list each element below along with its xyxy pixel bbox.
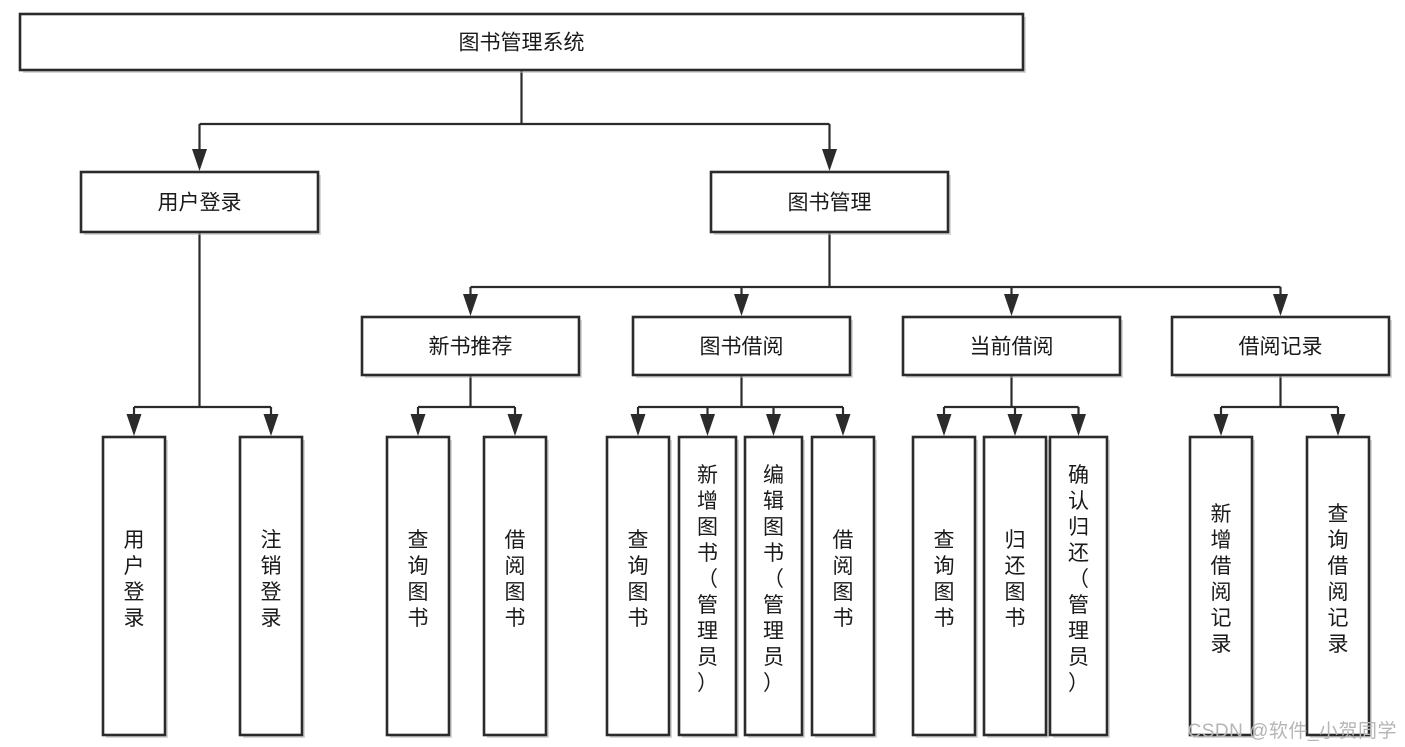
node-leaf-user-login[interactable]: 用户登录	[101, 435, 168, 738]
node-leaf-add-book[interactable]: 新增图书（管理员）	[677, 435, 739, 738]
arrow-head-icon	[630, 414, 646, 436]
node-leaf-confirm-return[interactable]: 确认归还（管理员）	[1048, 435, 1110, 738]
node-box[interactable]	[385, 435, 451, 737]
node-leaf-return-book[interactable]: 归还图书	[982, 435, 1049, 738]
connector-layer	[126, 70, 1346, 436]
node-box[interactable]	[605, 435, 671, 737]
arrow-head-icon	[263, 414, 279, 436]
node-new-book-rec[interactable]: 新书推荐	[360, 315, 582, 378]
arrow-head-icon	[835, 414, 851, 436]
arrow-head-icon	[822, 149, 837, 171]
node-label: 借阅图书	[833, 529, 854, 630]
node-label: 新书推荐	[429, 336, 513, 359]
node-book-manage[interactable]: 图书管理	[709, 170, 951, 235]
arrow-head-icon	[766, 414, 781, 436]
arrow-head-icon	[410, 414, 426, 436]
node-box[interactable]	[79, 170, 320, 234]
node-leaf-edit-book[interactable]: 编辑图书（管理员）	[743, 435, 805, 738]
arrow-head-icon	[507, 414, 523, 436]
arrow-head-icon	[192, 149, 207, 171]
arrow-head-icon	[1004, 294, 1019, 316]
node-user-login[interactable]: 用户登录	[79, 170, 321, 235]
node-borrow-record[interactable]: 借阅记录	[1170, 315, 1392, 378]
arrow-head-icon	[1071, 414, 1086, 436]
node-box[interactable]	[911, 435, 977, 737]
node-label: 归还图书	[1005, 529, 1026, 630]
node-label: 图书借阅	[700, 336, 784, 359]
node-label: 编辑图书（管理员）	[763, 464, 784, 695]
node-box[interactable]	[631, 315, 852, 377]
node-box[interactable]	[810, 435, 876, 737]
node-label: 新增借阅记录	[1211, 503, 1232, 656]
node-current-borrow[interactable]: 当前借阅	[901, 315, 1123, 378]
node-label: 当前借阅	[970, 336, 1054, 359]
node-leaf-logout[interactable]: 注销登录	[238, 435, 305, 738]
node-leaf-query-book-2[interactable]: 查询图书	[605, 435, 672, 738]
node-label: 查询图书	[628, 529, 649, 630]
node-box[interactable]	[982, 435, 1048, 737]
watermark-label: CSDN @软件_小贺同学	[1187, 721, 1397, 742]
arrow-head-icon	[936, 414, 952, 436]
node-label: 查询借阅记录	[1328, 503, 1349, 656]
node-label: 图书管理系统	[459, 32, 585, 55]
node-label: 借阅图书	[505, 529, 526, 630]
node-box[interactable]	[901, 315, 1122, 377]
node-box[interactable]	[1305, 435, 1371, 737]
node-box[interactable]	[18, 12, 1025, 72]
node-label: 新增图书（管理员）	[697, 464, 718, 695]
node-label: 查询图书	[408, 529, 429, 630]
node-book-borrow[interactable]: 图书借阅	[631, 315, 853, 378]
node-box[interactable]	[482, 435, 548, 737]
node-label: 用户登录	[158, 192, 242, 215]
node-box[interactable]	[1188, 435, 1254, 737]
node-root[interactable]: 图书管理系统	[18, 12, 1026, 73]
node-box[interactable]	[238, 435, 304, 737]
node-box[interactable]	[743, 435, 804, 737]
arrow-head-icon	[734, 294, 749, 316]
node-layer: 图书管理系统用户登录图书管理新书推荐图书借阅当前借阅借阅记录用户登录注销登录查询…	[18, 12, 1392, 738]
node-leaf-borrow-book-1[interactable]: 借阅图书	[482, 435, 549, 738]
node-leaf-add-record[interactable]: 新增借阅记录	[1188, 435, 1255, 738]
node-label: 用户登录	[124, 529, 145, 630]
node-box[interactable]	[101, 435, 167, 737]
arrow-head-icon	[1213, 414, 1229, 436]
node-leaf-query-book-3[interactable]: 查询图书	[911, 435, 978, 738]
node-label: 图书管理	[788, 192, 872, 215]
node-label: 注销登录	[261, 529, 282, 630]
node-leaf-query-record[interactable]: 查询借阅记录	[1305, 435, 1372, 738]
node-box[interactable]	[677, 435, 738, 737]
node-label: 确认归还（管理员）	[1068, 464, 1089, 695]
arrow-head-icon	[700, 414, 715, 436]
node-leaf-borrow-book-2[interactable]: 借阅图书	[810, 435, 877, 738]
arrow-head-icon	[1273, 294, 1288, 316]
arrow-head-icon	[126, 414, 142, 436]
arrow-head-icon	[1007, 414, 1023, 436]
node-label: 借阅记录	[1239, 336, 1323, 359]
node-box[interactable]	[1170, 315, 1391, 377]
node-label: 查询图书	[934, 529, 955, 630]
arrow-head-icon	[463, 294, 478, 316]
node-leaf-query-book-1[interactable]: 查询图书	[385, 435, 452, 738]
node-box[interactable]	[1048, 435, 1109, 737]
node-box[interactable]	[709, 170, 950, 234]
arrow-head-icon	[1330, 414, 1346, 436]
node-box[interactable]	[360, 315, 581, 377]
